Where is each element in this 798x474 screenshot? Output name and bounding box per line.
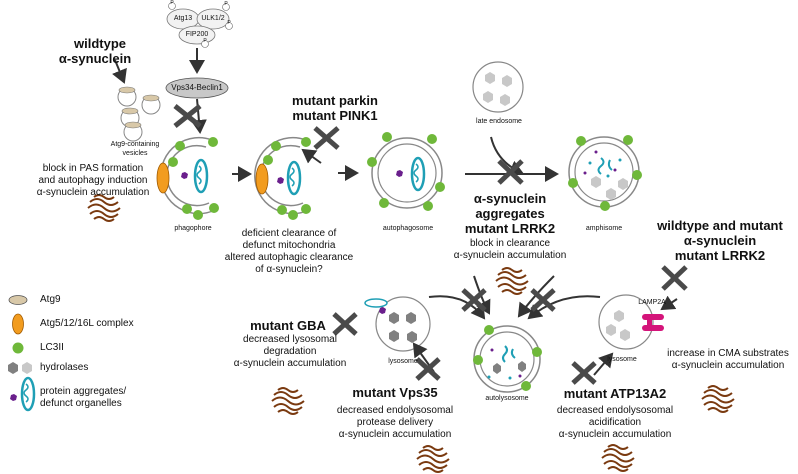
expanding-phagophore-graphic <box>254 136 311 220</box>
block-cross-fusion-right <box>530 288 556 312</box>
pas-block-text-3: α-synuclein accumulation <box>36 187 150 198</box>
vps35-effect-text: decreased endolysosomal <box>336 405 454 416</box>
phagophore-label: phagophore <box>174 225 212 232</box>
lrrk2-label: mutant LRRK2 <box>464 221 556 236</box>
legend-swatches <box>8 295 36 412</box>
atp13a2-effect-text-3: α-synuclein accumulation <box>558 429 672 440</box>
left-lysosome-graphic <box>364 296 431 352</box>
atg9-vesicles-label: Atg9-containing <box>110 141 160 148</box>
phospho-label: P <box>224 1 228 7</box>
autolysosome-graphic <box>473 325 542 393</box>
wildtype-label: wildtype <box>73 36 126 51</box>
block-cross-cma <box>661 265 688 291</box>
phospho-label: P <box>170 0 174 6</box>
atg9-vesicles <box>117 86 161 142</box>
synuclein-fibril-icon <box>601 444 635 472</box>
legend-atg9: Atg9 <box>40 294 61 305</box>
clearance-text-4: of α-synuclein? <box>255 264 323 275</box>
legend-lc3: LC3II <box>40 342 64 353</box>
amphisome-label: amphisome <box>585 225 623 232</box>
ulk-complex <box>166 2 233 48</box>
lysosome-right-label: lysosome <box>607 356 637 363</box>
vps34-label: Vps34-Beclin1 <box>171 83 223 92</box>
late-endosome-label: late endosome <box>476 118 522 125</box>
synuclein-fibril-icon <box>87 194 121 222</box>
amphisome-graphic <box>568 135 642 211</box>
autophagosome-label: autophagosome <box>382 225 434 232</box>
lysosome-left-label: lysosome <box>388 358 418 365</box>
cma-effect-text-2: α-synuclein accumulation <box>671 360 785 371</box>
block-cross-parkin <box>313 126 340 150</box>
phospho-label: P <box>203 38 207 44</box>
block-cross-lrrk2 <box>497 159 524 185</box>
atp13a2-effect-text: decreased endolysosomal <box>556 405 674 416</box>
gba-effect-text-2: degradation <box>263 346 317 357</box>
gba-effect-text: decreased lysosomal <box>243 334 337 345</box>
autolysosome-label: autolysosome <box>485 395 529 402</box>
vps35-effect-text-2: protease delivery <box>356 417 434 428</box>
parkin-label: mutant parkin <box>292 93 378 108</box>
legend-hydrolases: hydrolases <box>40 362 89 373</box>
gba-label: mutant GBA <box>250 318 326 333</box>
block-cross-vps35 <box>415 357 441 381</box>
legend-aggregates: protein aggregates/ <box>40 386 127 397</box>
phospho-label: P <box>227 20 231 26</box>
pas-block-text-2: and autophagy induction <box>38 175 148 186</box>
vps34-beclin1-complex <box>165 77 229 99</box>
right-lysosome-graphic <box>598 294 664 350</box>
gba-effect-text-3: α-synuclein accumulation <box>233 358 347 369</box>
vps35-effect-text-3: α-synuclein accumulation <box>338 429 452 440</box>
clearance-text-2: defunct mitochondria <box>242 240 336 251</box>
synuclein-fibril-icon <box>416 445 450 473</box>
block-cross-fusion-left <box>461 288 487 312</box>
synuclein-fibril-icon <box>271 387 305 415</box>
aggregates-label: aggregates <box>475 206 545 221</box>
ulk-label: ULK1/2 <box>201 15 225 22</box>
late-endosome-graphic <box>472 61 524 113</box>
synuclein-fibril-icon <box>701 385 735 413</box>
phagophore-graphic <box>156 136 219 220</box>
cma-wildtype-label: wildtype and mutant <box>657 218 783 233</box>
legend-aggregates-2: defunct organelles <box>40 398 122 409</box>
clearance-text-3: altered autophagic clearance <box>224 252 354 263</box>
cma-effect-text: increase in CMA substrates <box>667 348 789 359</box>
atg13-label: Atg13 <box>173 15 193 22</box>
lamp2a-label: LAMP2A <box>638 299 666 306</box>
vps35-label: mutant Vps35 <box>352 385 438 400</box>
pas-block-text: block in PAS formation <box>42 163 144 174</box>
atp13a2-effect-text-2: acidification <box>588 417 642 428</box>
pink1-label: mutant PINK1 <box>292 108 378 123</box>
atp13a2-label: mutant ATP13A2 <box>563 386 667 401</box>
lrrk2-effect-text-2: α-synuclein accumulation <box>453 250 567 261</box>
wildtype-synuclein-label: α-synuclein <box>58 51 132 66</box>
legend-atg5: Atg5/12/16L complex <box>40 318 134 329</box>
autophagosome-graphic <box>367 132 445 211</box>
block-cross-atp13a2 <box>571 361 597 385</box>
cma-lrrk2-label: mutant LRRK2 <box>674 248 766 263</box>
block-cross-vps34 <box>173 104 202 128</box>
atg9-vesicles-label-2: vesicles <box>122 150 148 157</box>
synuclein-aggregates-label: α-synuclein <box>473 191 547 206</box>
fip200-label: FIP200 <box>185 31 209 38</box>
block-cross-gba <box>332 312 358 336</box>
cma-synuclein-label: α-synuclein <box>683 233 757 248</box>
synuclein-fibril-icon <box>495 267 529 295</box>
lrrk2-effect-text: block in clearance <box>469 238 551 249</box>
clearance-text: deficient clearance of <box>241 228 337 239</box>
